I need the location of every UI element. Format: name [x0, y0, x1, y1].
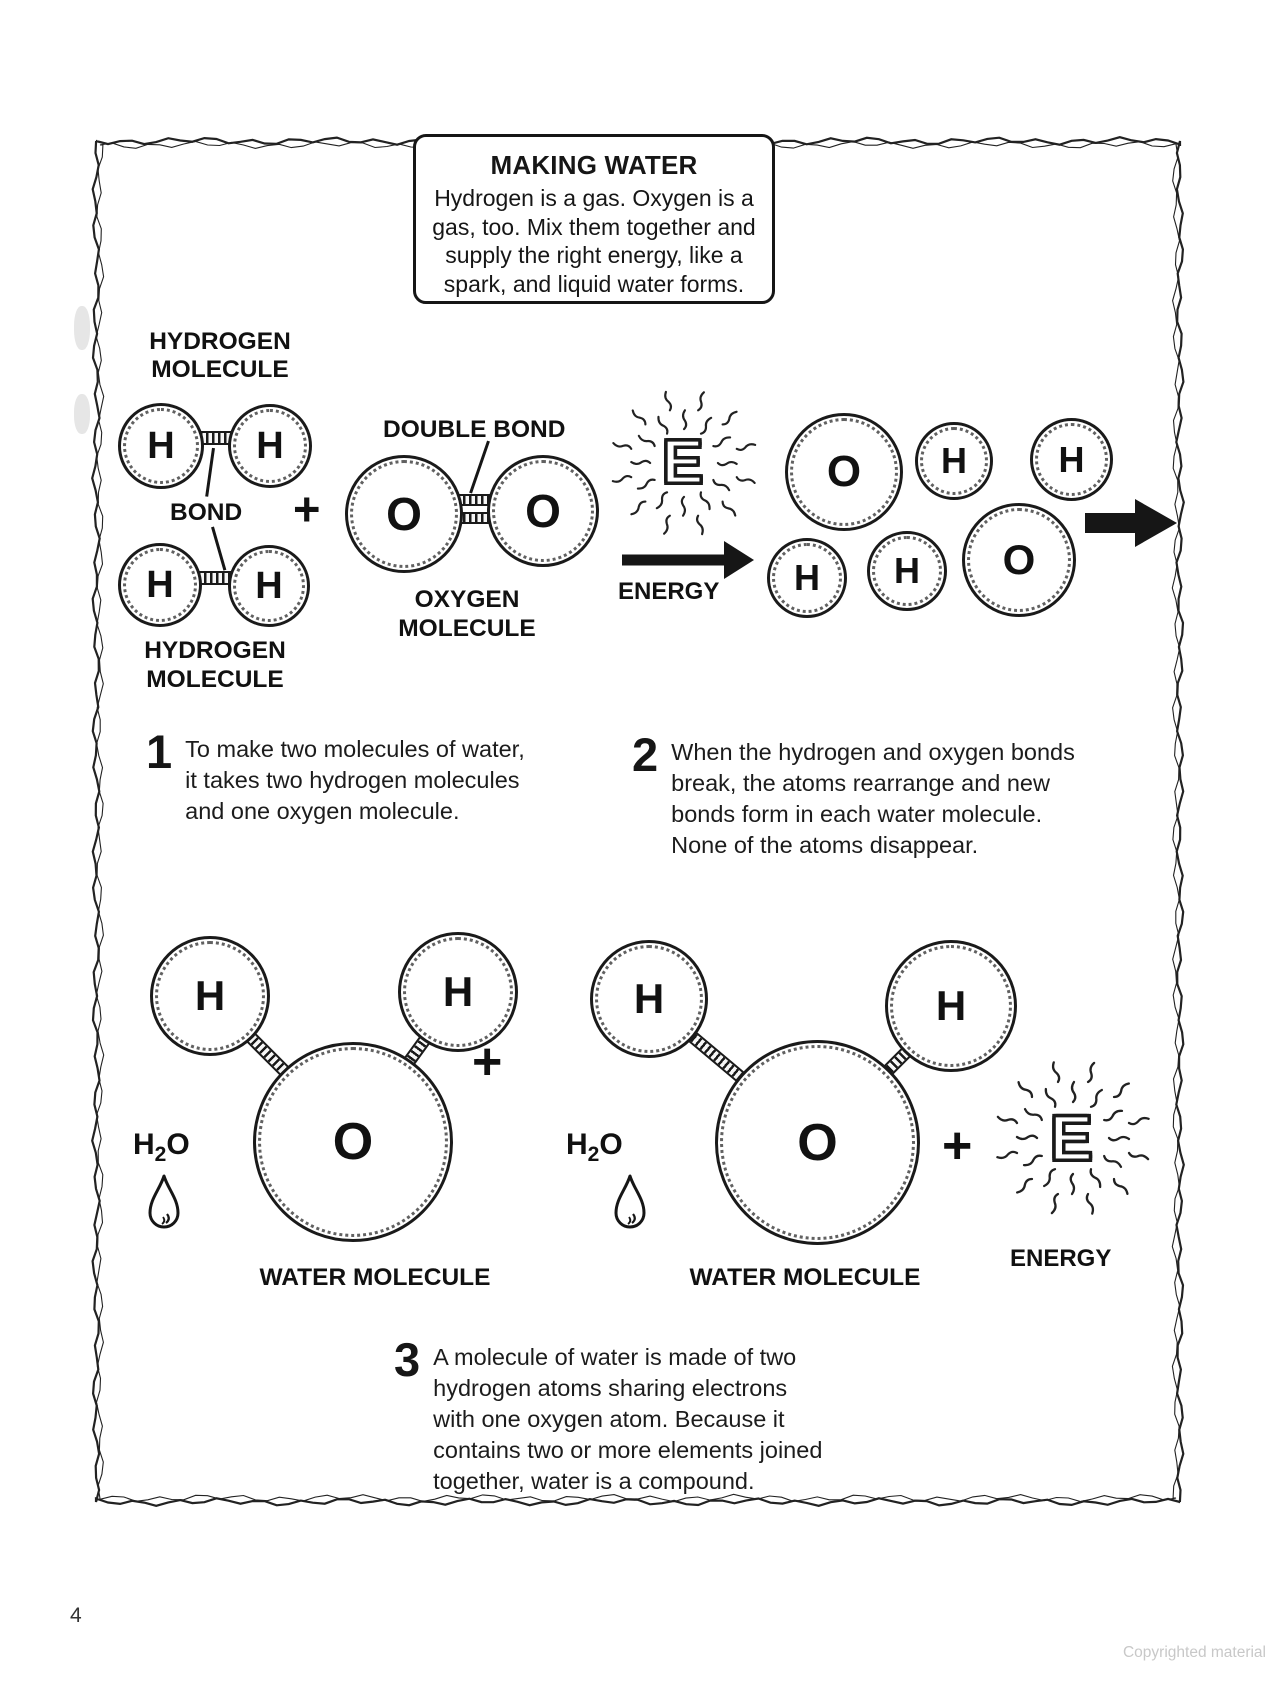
oxygen-atom: O — [785, 413, 903, 531]
atom-symbol: H — [146, 563, 174, 606]
step-1: 1 To make two molecules of water, it tak… — [146, 728, 566, 827]
step-text: To make two molecules of water, it takes… — [185, 736, 525, 824]
oxygen-atom: O — [345, 455, 463, 573]
step-text: When the hydrogen and oxygen bonds break… — [671, 739, 1075, 858]
bond-pointer-line — [205, 447, 215, 497]
bond-label: BOND — [170, 499, 243, 526]
hydrogen-atom: H — [228, 404, 312, 488]
atom-symbol: O — [332, 1113, 374, 1171]
water-droplet-icon — [614, 1174, 646, 1229]
plus-sign: + — [942, 1117, 973, 1175]
atom-symbol: H — [442, 968, 474, 1015]
step-number: 3 — [394, 1333, 421, 1386]
hydrogen-atom: H — [150, 936, 270, 1056]
atom-symbol: H — [941, 440, 967, 481]
atom-symbol: O — [386, 488, 422, 540]
page-number: 4 — [70, 1604, 82, 1627]
info-box: MAKING WATER Hydrogen is a gas. Oxygen i… — [413, 134, 775, 304]
atom-symbol: H — [194, 972, 226, 1019]
step-number: 2 — [632, 728, 659, 781]
oxygen-atom: O — [962, 503, 1076, 617]
hydrogen-atom: H — [885, 940, 1017, 1072]
h2o-formula: H2O — [133, 1128, 190, 1166]
info-box-title: MAKING WATER — [490, 150, 698, 180]
atom-symbol: H — [794, 557, 820, 598]
bond-pointer-line — [211, 526, 226, 571]
atom-symbol: O — [826, 447, 862, 496]
double-bond-label: DOUBLE BOND — [383, 416, 566, 443]
scan-smudge — [74, 394, 90, 434]
oxygen-atom: O — [253, 1042, 453, 1242]
oxygen-atom: O — [715, 1040, 920, 1245]
atom-symbol: H — [894, 550, 920, 591]
hydrogen-atom: H — [867, 531, 947, 611]
step-3: 3 A molecule of water is made of two hyd… — [394, 1336, 854, 1497]
energy-label-top: ENERGY — [618, 578, 720, 605]
hydrogen-molecule-label-top: HYDROGEN MOLECULE — [149, 328, 291, 383]
info-box-body: Hydrogen is a gas. Oxygen is a gas, too.… — [432, 185, 756, 297]
atom-symbol: O — [797, 1113, 838, 1172]
atom-symbol: H — [256, 424, 284, 467]
yield-arrow-icon — [1085, 499, 1177, 547]
hydrogen-atom: H — [767, 538, 847, 618]
hydrogen-molecule-label-bottom: HYDROGEN MOLECULE — [144, 637, 286, 693]
oxygen-atom: O — [487, 455, 599, 567]
atom-symbol: H — [935, 982, 967, 1029]
step-text: A molecule of water is made of two hydro… — [433, 1344, 823, 1494]
h2o-formula: H2O — [566, 1128, 623, 1166]
double-bond-pointer-line — [469, 440, 490, 494]
scan-smudge — [74, 306, 90, 350]
energy-arrow-icon — [622, 540, 754, 580]
water-molecule-label-1: WATER MOLECULE — [259, 1264, 491, 1291]
hydrogen-atom: H — [915, 422, 993, 500]
atom-symbol: H — [1058, 438, 1085, 480]
bond-hatch — [687, 1030, 745, 1083]
atom-symbol: H — [633, 975, 665, 1022]
water-droplet-icon — [148, 1174, 180, 1229]
hydrogen-atom: H — [228, 545, 310, 627]
energy-e-symbol: E — [1049, 1102, 1095, 1174]
atom-symbol: H — [147, 424, 175, 467]
plus-sign: + — [472, 1033, 503, 1091]
hydrogen-atom: H — [118, 543, 202, 627]
step-2: 2 When the hydrogen and oxygen bonds bre… — [632, 731, 1082, 861]
atom-symbol: H — [255, 564, 283, 607]
step-number: 1 — [146, 725, 173, 778]
oxygen-molecule-label: OXYGEN MOLECULE — [398, 586, 536, 642]
atom-symbol: O — [525, 485, 561, 537]
copyright-notice: Copyrighted material — [1122, 1644, 1266, 1661]
atom-symbol: O — [1002, 536, 1036, 583]
energy-e-symbol: E — [660, 428, 704, 497]
hydrogen-atom: H — [1030, 418, 1113, 501]
water-molecule-label-2: WATER MOLECULE — [689, 1264, 921, 1291]
hydrogen-atom: H — [590, 940, 708, 1058]
plus-sign: + — [293, 482, 321, 535]
hydrogen-atom: H — [118, 403, 204, 489]
energy-label-bottom: ENERGY — [1010, 1245, 1112, 1272]
